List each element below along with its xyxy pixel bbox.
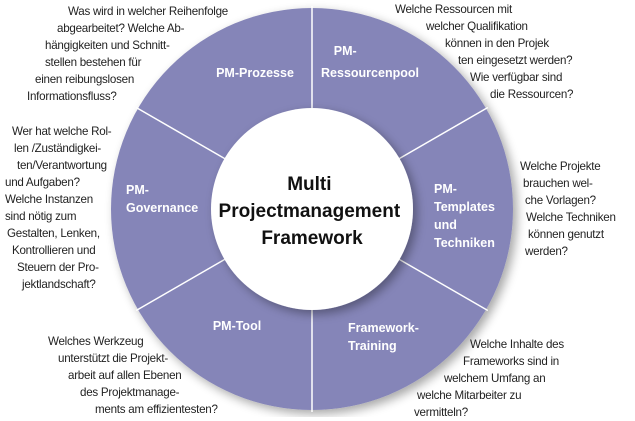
question-prozesse: Was wird in welcher Reihenfolge abgearbe… <box>27 5 229 103</box>
question-templates: Welche Projekte brauchen wel- che Vorlag… <box>520 160 616 258</box>
segment-divider <box>393 106 489 163</box>
segment-pm-tool[interactable]: PM-Tool <box>213 319 261 333</box>
segment-framework-training[interactable]: Framework- Training <box>348 321 422 353</box>
segment-pm-governance[interactable]: PM- Governance <box>126 183 198 215</box>
center-title: Multi Projectmanagement Framework <box>219 174 406 249</box>
segment-pm-ressourcenpool[interactable]: PM- Ressourcenpool <box>321 44 419 80</box>
inner-circle <box>211 108 413 310</box>
segment-dividers <box>135 6 489 412</box>
question-ressourcenpool: Welche Ressourcen mit welcher Qualifikat… <box>395 3 574 101</box>
segment-pm-prozesse[interactable]: PM-Prozesse <box>216 66 294 80</box>
segment-pm-templates[interactable]: PM- Templates und Techniken <box>434 182 498 250</box>
segment-divider <box>393 255 489 312</box>
question-training: Welche Inhalte des Frameworks sind in we… <box>414 338 564 419</box>
segment-divider <box>135 106 231 163</box>
segment-divider <box>135 255 231 312</box>
question-governance: Wer hat welche Rol- len /Zuständigkei- t… <box>5 125 112 291</box>
question-tool: Welches Werkzeug unterstützt die Projekt… <box>48 335 218 416</box>
